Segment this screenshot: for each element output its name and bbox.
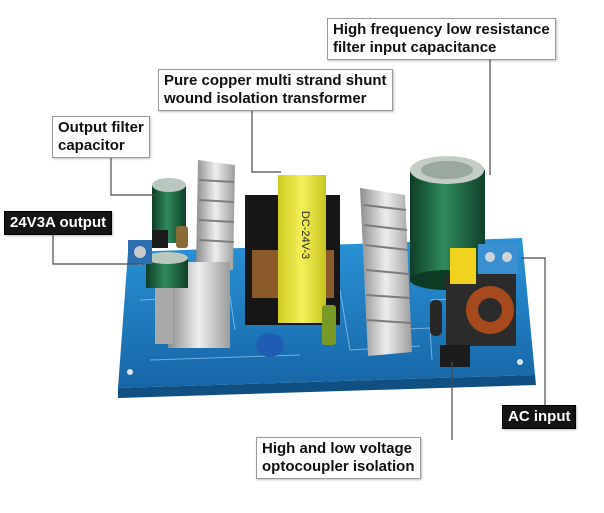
callout-optocoupler-line-1: High and low voltage xyxy=(262,440,413,457)
callout-transformer-line-2: wound isolation transformer xyxy=(164,90,367,107)
optocoupler-chip xyxy=(430,300,470,367)
callout-output: 24V3A output xyxy=(4,211,113,235)
callout-input-capacitance-line-1: High frequency low resistance xyxy=(333,21,550,38)
callout-input-capacitance-line-2: filter input capacitance xyxy=(333,39,497,56)
common-mode-choke xyxy=(446,248,516,346)
small-components xyxy=(176,226,336,357)
callout-transformer: Pure copper multi strand shunt wound iso… xyxy=(158,69,393,111)
callout-optocoupler-line-2: optocoupler isolation xyxy=(262,458,415,475)
output-terminal-block xyxy=(128,240,152,264)
callout-ac-input-label: AC input xyxy=(508,408,571,425)
callout-transformer-line-1: Pure copper multi strand shunt xyxy=(164,72,387,89)
callout-output-filter-capacitor: Output filter capacitor xyxy=(52,116,150,158)
callout-input-capacitance: High frequency low resistance filter inp… xyxy=(327,18,556,60)
transformer-label: DC-24V-3 xyxy=(299,211,311,259)
ac-input-terminal-block xyxy=(478,244,518,274)
output-filter-capacitors xyxy=(146,178,188,288)
callout-output-filter-line-2: capacitor xyxy=(58,137,125,154)
callout-optocoupler: High and low voltage optocoupler isolati… xyxy=(256,437,421,479)
isolation-transformer: DC-24V-3 xyxy=(245,175,340,325)
right-heatsink xyxy=(360,188,412,356)
callout-output-label: 24V3A output xyxy=(10,214,107,231)
callout-output-filter-line-1: Output filter xyxy=(58,119,144,136)
leader-lines xyxy=(52,60,546,440)
callout-ac-input: AC input xyxy=(502,405,577,429)
